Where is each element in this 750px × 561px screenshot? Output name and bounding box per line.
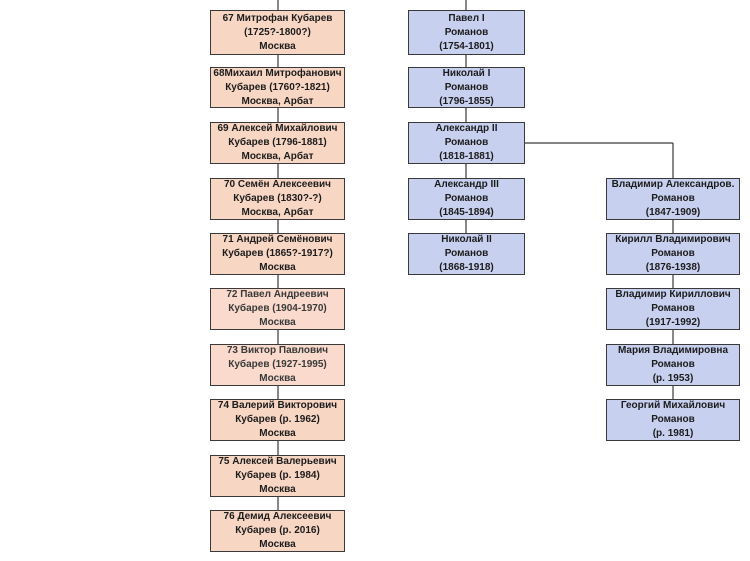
node-line: (1725?-1800?) xyxy=(244,26,311,38)
node-line: Романов xyxy=(651,193,695,204)
romanov-node-nikolai-ii: Николай II Романов (1868-1918) xyxy=(408,233,525,275)
kubarev-node-74: 74 Валерий Викторович Кубарев (р. 1962) … xyxy=(210,399,345,441)
node-line: Романов xyxy=(444,248,489,259)
node-line: 73 Виктор Павлович xyxy=(226,345,329,356)
node-line: (1845-1894) xyxy=(439,207,494,218)
node-line: Романов xyxy=(444,26,489,38)
node-line: Романов xyxy=(651,414,695,425)
node-line: Кубарев (р. 1962) xyxy=(235,414,320,425)
node-line: Москва xyxy=(259,40,296,52)
node-line: Романов xyxy=(444,193,489,204)
kubarev-node-76: 76 Демид Алексеевич Кубарев (р. 2016) Мо… xyxy=(210,510,345,552)
romanov-node-georgy-mikhailovich: Георгий Михайлович Романов (р. 1981) xyxy=(606,399,740,441)
node-line: Романов xyxy=(444,81,489,93)
node-line: Владимир Александров. xyxy=(611,179,735,190)
node-line: (1917-1992) xyxy=(645,317,701,328)
romanov-node-kirill-vladimirovich: Кирилл Владимирович Романов (1876-1938) xyxy=(606,233,740,275)
node-line: (1796-1855) xyxy=(439,95,494,107)
node-line: Кирилл Владимирович xyxy=(615,234,731,245)
romanov-node-alexander-ii: Александр II Романов (1818-1881) xyxy=(408,122,525,164)
node-line: 69 Алексей Михайлович xyxy=(217,123,338,134)
node-line: Кубарев (1796-1881) xyxy=(228,137,327,148)
node-line: Владимир Кириллович xyxy=(615,289,731,300)
kubarev-node-67: 67 Митрофан Кубарев (1725?-1800?) Москва xyxy=(210,10,345,55)
node-line: Москва xyxy=(259,262,296,273)
node-line: Москва, Арбат xyxy=(241,207,314,218)
node-line: Кубарев (1760?-1821) xyxy=(225,81,330,93)
node-line: (1847-1909) xyxy=(645,207,701,218)
romanov-node-vladimir-kirillovich: Владимир Кириллович Романов (1917-1992) xyxy=(606,288,740,330)
node-line: (1876-1938) xyxy=(645,262,701,273)
node-line: 68Михаил Митрофанович xyxy=(213,67,342,79)
romanov-node-maria-vladimirovna: Мария Владимировна Романов (р. 1953) xyxy=(606,344,740,386)
node-line: Мария Владимировна xyxy=(617,345,729,356)
node-line: Кубарев (1830?-?) xyxy=(233,193,322,204)
kubarev-node-73: 73 Виктор Павлович Кубарев (1927-1995) М… xyxy=(210,344,345,386)
node-line: Александр III xyxy=(434,179,499,190)
node-line: 71 Андрей Семёнович xyxy=(222,234,333,245)
node-line: Кубарев (1865?-1917?) xyxy=(222,248,333,259)
node-line: (1754-1801) xyxy=(439,40,494,52)
node-line: Павел I xyxy=(448,12,485,24)
kubarev-node-68: 68Михаил Митрофанович Кубарев (1760?-182… xyxy=(210,67,345,108)
romanov-node-pavel-i: Павел I Романов (1754-1801) xyxy=(408,10,525,55)
node-line: Романов xyxy=(651,359,695,370)
node-line: Кубарев (1927-1995) xyxy=(228,359,327,370)
node-line: Москва xyxy=(259,317,296,328)
node-line: 67 Митрофан Кубарев xyxy=(222,12,333,24)
node-line: (1818-1881) xyxy=(439,151,494,162)
node-line: Москва xyxy=(259,539,296,550)
node-line: Романов xyxy=(444,137,489,148)
node-line: Николай I xyxy=(442,67,491,79)
node-line: Кубарев (р. 2016) xyxy=(235,525,320,536)
node-line: (1868-1918) xyxy=(439,262,494,273)
kubarev-node-71: 71 Андрей Семёнович Кубарев (1865?-1917?… xyxy=(210,233,345,275)
node-line: Романов xyxy=(651,248,695,259)
node-line: (р. 1981) xyxy=(652,428,694,439)
kubarev-node-70: 70 Семён Алексеевич Кубарев (1830?-?) Мо… xyxy=(210,178,345,220)
node-line: Москва xyxy=(259,484,296,495)
node-line: Николай II xyxy=(441,234,492,245)
romanov-node-alexander-iii: Александр III Романов (1845-1894) xyxy=(408,178,525,220)
romanov-node-vladimir-alexandrovich: Владимир Александров. Романов (1847-1909… xyxy=(606,178,740,220)
node-line: 75 Алексей Валерьевич xyxy=(218,456,337,467)
kubarev-node-75: 75 Алексей Валерьевич Кубарев (р. 1984) … xyxy=(210,455,345,497)
node-line: Георгий Михайлович xyxy=(620,400,726,411)
node-line: Москва xyxy=(259,428,296,439)
node-line: 76 Демид Алексеевич xyxy=(223,511,332,522)
node-line: Кубарев (р. 1984) xyxy=(235,470,320,481)
node-line: 72 Павел Андреевич xyxy=(226,289,329,300)
node-line: Александр II xyxy=(435,123,498,134)
kubarev-node-69: 69 Алексей Михайлович Кубарев (1796-1881… xyxy=(210,122,345,164)
kubarev-node-72: 72 Павел Андреевич Кубарев (1904-1970) М… xyxy=(210,288,345,330)
node-line: (р. 1953) xyxy=(652,373,694,384)
romanov-node-nikolai-i: Николай I Романов (1796-1855) xyxy=(408,67,525,108)
node-line: Москва, Арбат xyxy=(241,151,314,162)
node-line: 74 Валерий Викторович xyxy=(217,400,338,411)
node-line: Москва, Арбат xyxy=(241,95,314,107)
node-line: Москва xyxy=(259,373,296,384)
node-line: Кубарев (1904-1970) xyxy=(228,303,327,314)
node-line: Романов xyxy=(651,303,695,314)
node-line: 70 Семён Алексеевич xyxy=(224,179,331,190)
